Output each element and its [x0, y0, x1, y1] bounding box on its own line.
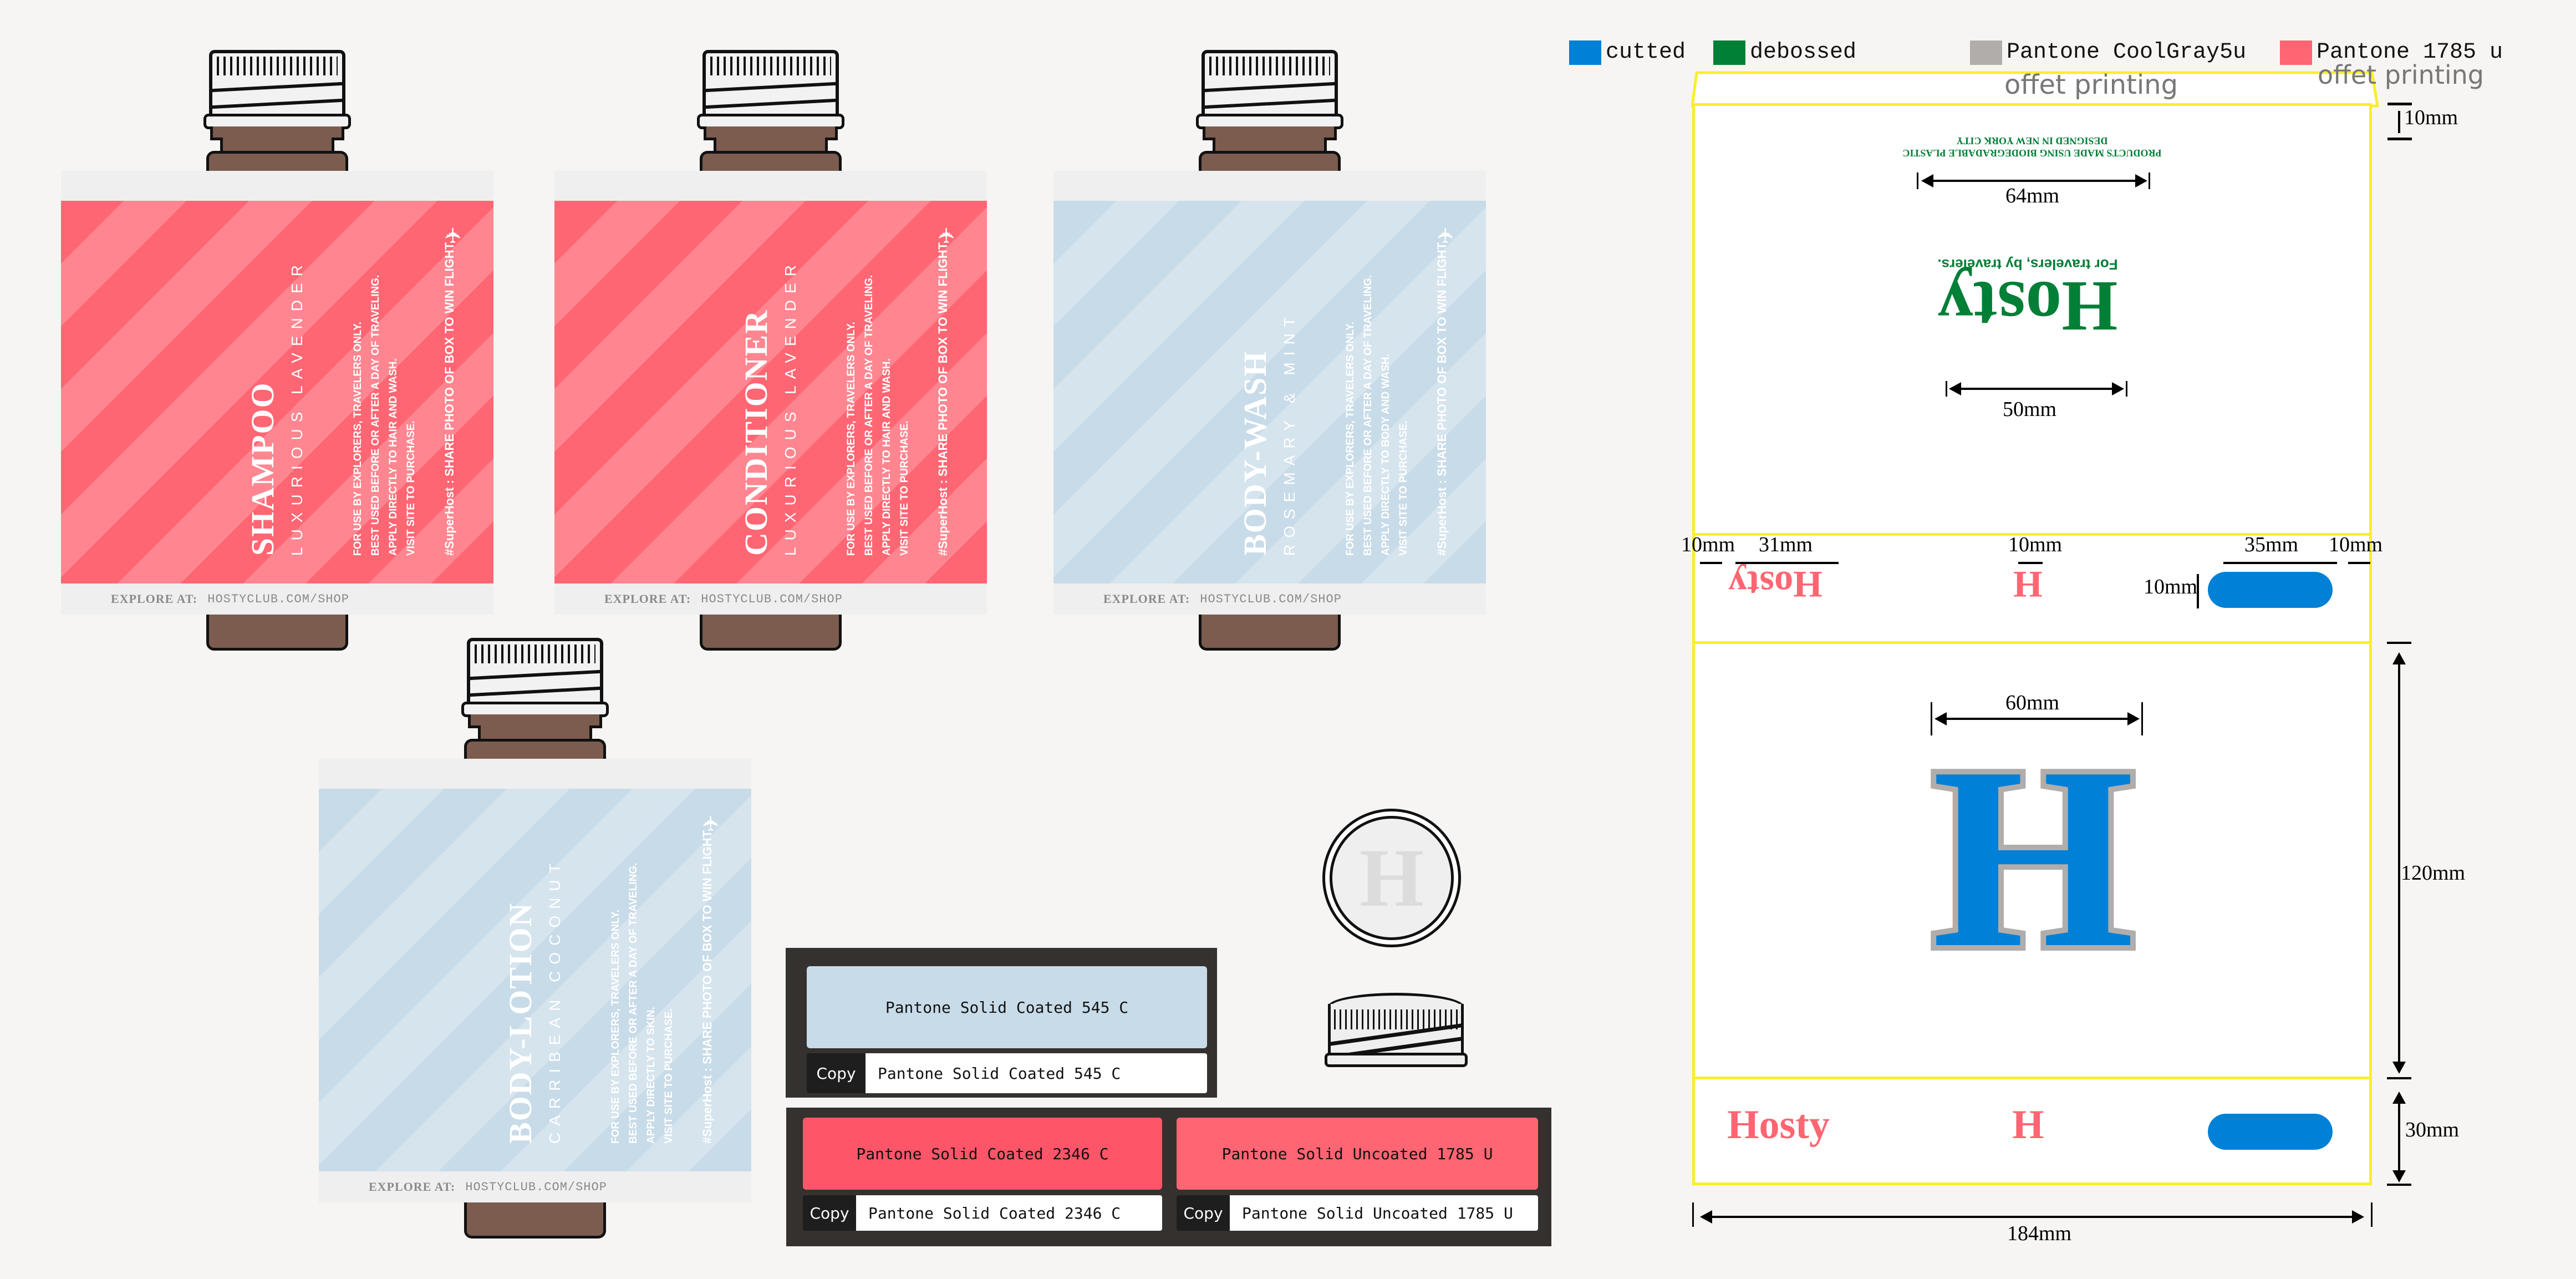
cut-slot — [2208, 1114, 2333, 1150]
plane-icon: ✈ — [442, 226, 466, 245]
dim-strip-2: 10mm — [2008, 533, 2063, 556]
plane-icon: ✈ — [700, 814, 724, 833]
bottle-label: BODY-WASH ROSEMARY & MINT FOR USE BY EXP… — [1053, 171, 1486, 615]
bottle-label: SHAMPOO LUXURIOUS LAVENDER FOR USE BY EX… — [61, 171, 493, 615]
product-name: BODY-LOTION — [502, 902, 538, 1144]
dim-strip-1: 31mm — [1759, 533, 1813, 556]
hashtag-text: #SuperHost : SHARE PHOTO OF BOX TO WIN F… — [442, 242, 456, 556]
h-logo-icon: H — [1359, 832, 1424, 924]
dim-64: 64mm — [2005, 184, 2060, 207]
top-flap — [1691, 71, 2379, 108]
dim-strip-height: 10mm — [2144, 575, 2198, 598]
swatch-icon — [1713, 40, 1745, 65]
product-subtitle: LUXURIOUS LAVENDER — [782, 258, 799, 556]
legend-debossed: debossed — [1713, 40, 1856, 65]
swatch-panel-red: Pantone Solid Coated 2346 C Copy Pantone… — [786, 1108, 1551, 1246]
shop-link[interactable]: HOSTYCLUB.COM/SHOP — [207, 592, 349, 606]
product-subtitle: CARRIBEAN COCONUT — [546, 857, 563, 1144]
brand-print-rotated: Hosty — [1728, 564, 1822, 606]
cap-top-medallion: H — [1322, 809, 1461, 947]
swatch-1785u: Pantone Solid Uncoated 1785 U — [1177, 1118, 1538, 1190]
dim-184: 184mm — [2007, 1222, 2072, 1245]
bottle-label: CONDITIONER LUXURIOUS LAVENDER FOR USE B… — [554, 171, 987, 615]
legend-1785u: Pantone 1785 u — [2280, 40, 2503, 65]
explore-footer: EXPLORE AT:HOSTYCLUB.COM/SHOP — [1103, 592, 1342, 606]
copy-button[interactable]: Copy — [803, 1195, 856, 1231]
product-subtitle: LUXURIOUS LAVENDER — [288, 258, 306, 556]
hashtag-text: #SuperHost : SHARE PHOTO OF BOX TO WIN F… — [936, 242, 950, 556]
bottle-label: BODY-LOTION CARRIBEAN COCONUT FOR USE BY… — [319, 759, 751, 1202]
back-text: PRODUCTS MADE USING BIODEGRADABLE PLASTI… — [1902, 135, 2162, 159]
h-print-rotated: H — [2013, 564, 2043, 606]
swatch-icon — [2280, 40, 2312, 65]
back-panel: PRODUCTS MADE USING BIODEGRADABLE PLASTI… — [1692, 103, 2372, 536]
swatch-icon — [1569, 40, 1601, 65]
copy-button[interactable]: Copy — [807, 1053, 866, 1093]
dim-top-flap: 10mm — [2404, 106, 2458, 129]
usage-text: FOR USE BY EXPLORERS, TRAVELERS ONLY.BES… — [846, 275, 910, 556]
shop-link[interactable]: HOSTYCLUB.COM/SHOP — [465, 1180, 607, 1194]
h-cutout: H — [1926, 713, 2140, 1002]
copy-row-1785u: Copy Pantone Solid Uncoated 1785 U — [1177, 1195, 1538, 1231]
brand-debossed: Hosty For travelers, by travelers. — [1937, 256, 2118, 346]
copy-row-545c: Copy Pantone Solid Coated 545 C — [807, 1053, 1207, 1093]
plane-icon: ✈ — [935, 226, 959, 245]
cut-slot — [2208, 572, 2333, 608]
plane-icon: ✈ — [1434, 226, 1458, 245]
usage-text: FOR USE BY EXPLORERS, TRAVELERS ONLY.BES… — [610, 862, 675, 1144]
product-name: CONDITIONER — [738, 309, 774, 556]
dim-30: 30mm — [2405, 1118, 2460, 1141]
offset-printing-label: offet printing — [2004, 69, 2178, 100]
copy-button[interactable]: Copy — [1177, 1195, 1230, 1231]
hashtag-text: #SuperHost : SHARE PHOTO OF BOX TO WIN F… — [700, 830, 714, 1144]
product-name: SHAMPOO — [245, 382, 281, 556]
hashtag-text: #SuperHost : SHARE PHOTO OF BOX TO WIN F… — [1435, 242, 1449, 556]
color-name-field[interactable]: Pantone Solid Coated 2346 C — [856, 1195, 1162, 1231]
dim-strip-0: 10mm — [1681, 533, 1735, 556]
copy-row-2346c: Copy Pantone Solid Coated 2346 C — [803, 1195, 1162, 1231]
offset-printing-label-2: offet printing — [2318, 60, 2485, 90]
usage-text: FOR USE BY EXPLORERS, TRAVELERS ONLY.BES… — [1345, 275, 1409, 556]
bottom-panel: Hosty H — [1692, 1077, 2372, 1185]
bottle-cap — [209, 50, 345, 120]
dim-120: 120mm — [2401, 861, 2466, 885]
brand-print: Hosty — [1727, 1102, 1830, 1148]
shop-link[interactable]: HOSTYCLUB.COM/SHOP — [701, 592, 843, 606]
color-name-field[interactable]: Pantone Solid Coated 545 C — [866, 1053, 1207, 1093]
legend-coolgray: Pantone CoolGray5u — [1970, 40, 2246, 65]
dim-strip-4: 10mm — [2329, 533, 2383, 556]
bottle-cap — [1202, 50, 1338, 120]
explore-footer: EXPLORE AT:HOSTYCLUB.COM/SHOP — [369, 1180, 607, 1194]
bottle-cap — [467, 638, 603, 708]
product-subtitle: ROSEMARY & MINT — [1281, 311, 1298, 556]
usage-text: FOR USE BY EXPLORERS, TRAVELERS ONLY.BES… — [352, 275, 417, 556]
swatch-2346c: Pantone Solid Coated 2346 C — [803, 1118, 1162, 1190]
h-print: H — [2012, 1102, 2044, 1148]
legend-cutted: cutted — [1569, 40, 1686, 65]
swatch-panel-blue: Pantone Solid Coated 545 C Copy Pantone … — [786, 948, 1217, 1098]
explore-footer: EXPLORE AT:HOSTYCLUB.COM/SHOP — [111, 592, 349, 606]
shop-link[interactable]: HOSTYCLUB.COM/SHOP — [1200, 592, 1342, 606]
explore-footer: EXPLORE AT:HOSTYCLUB.COM/SHOP — [604, 592, 843, 606]
dim-50: 50mm — [2003, 398, 2057, 421]
product-name: BODY-WASH — [1237, 350, 1273, 556]
color-name-field[interactable]: Pantone Solid Uncoated 1785 U — [1230, 1195, 1538, 1231]
bottle-cap — [702, 50, 839, 120]
side-strip: Hosty H — [1692, 533, 2372, 644]
swatch-icon — [1970, 40, 2002, 65]
cap-side-view — [1325, 993, 1468, 1067]
dim-strip-3: 35mm — [2244, 533, 2299, 556]
dim-60: 60mm — [2005, 691, 2060, 714]
swatch-545c: Pantone Solid Coated 545 C — [807, 966, 1207, 1048]
front-panel: 60mm H — [1692, 641, 2372, 1079]
